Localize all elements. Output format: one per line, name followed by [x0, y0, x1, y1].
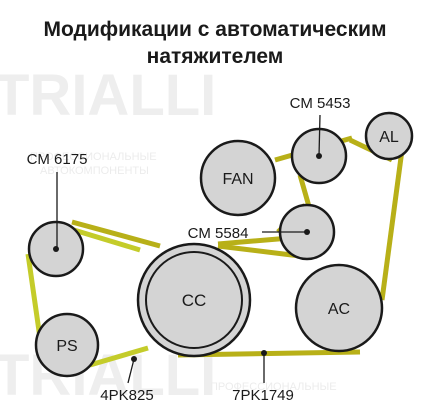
pulley-ps: PS: [34, 312, 100, 378]
belt-main-right-span: [379, 149, 405, 301]
pulley-ac: AC: [294, 263, 384, 353]
callout-cm5453-label: CM 5453: [290, 95, 351, 112]
pulley-cc: CC: [136, 242, 252, 358]
pulley-cc-outer: [136, 242, 252, 358]
pulley-ps-label: PS: [56, 338, 77, 355]
callout-cm5584: CM 5584: [188, 225, 307, 242]
belt-main-cc-left-span: [71, 219, 161, 249]
pulley-ps-circle: [34, 312, 100, 378]
pulley-al-label: AL: [379, 129, 399, 146]
pulley-fan-circle: [199, 139, 277, 217]
callout-belt-short-leader: [127, 358, 135, 384]
callout-belt-short: 4PK825: [100, 356, 154, 404]
callout-cm6175-label: CM 6175: [27, 151, 88, 168]
pulley-al: AL: [364, 111, 414, 161]
diagram-title-line1: Модификации с автоматическим: [43, 18, 386, 41]
callout-belt-long: 7PK1749: [232, 350, 294, 404]
pulley-cc-label: CC: [182, 291, 207, 310]
pulley-fan-label: FAN: [222, 171, 253, 188]
pulley-cm6175-hub: [53, 246, 59, 252]
diagram-title-line2: натяжителем: [147, 45, 284, 68]
watermark-tagline-2: АВТОКОМПОНЕНТЫ: [40, 165, 149, 177]
callout-cm5453: CM 5453: [290, 95, 351, 157]
belt-ps-bottom-span: [89, 345, 149, 368]
belt-main-cc-ac-span: [217, 243, 301, 259]
belt-main-tensioner-span: [217, 235, 291, 247]
pulley-ac-label: AC: [328, 301, 350, 318]
callout-belt-short-label: 4PK825: [100, 387, 153, 404]
callout-cm5453-leader: [318, 114, 321, 157]
pulley-ac-circle: [294, 263, 384, 353]
belt-ps-left-span: [25, 253, 43, 339]
watermark-tagline-3: ПРОФЕССИОНАЛЬНЫЕ: [210, 381, 337, 393]
pulley-cm6175-idler: [27, 220, 85, 278]
watermark-brand-top: TRIALLI: [0, 63, 216, 128]
callout-belt-long-label: 7PK1749: [232, 387, 294, 404]
pulley-al-circle: [364, 111, 414, 161]
callout-cm6175: CM 6175: [27, 151, 88, 249]
callout-cm5584-label: CM 5584: [188, 225, 249, 242]
pulley-fan: FAN: [199, 139, 277, 217]
pulley-cc-inner-ring: [145, 251, 243, 349]
watermark-tagline-1: ПРОФЕССИОНАЛЬНЫЕ: [30, 151, 157, 163]
